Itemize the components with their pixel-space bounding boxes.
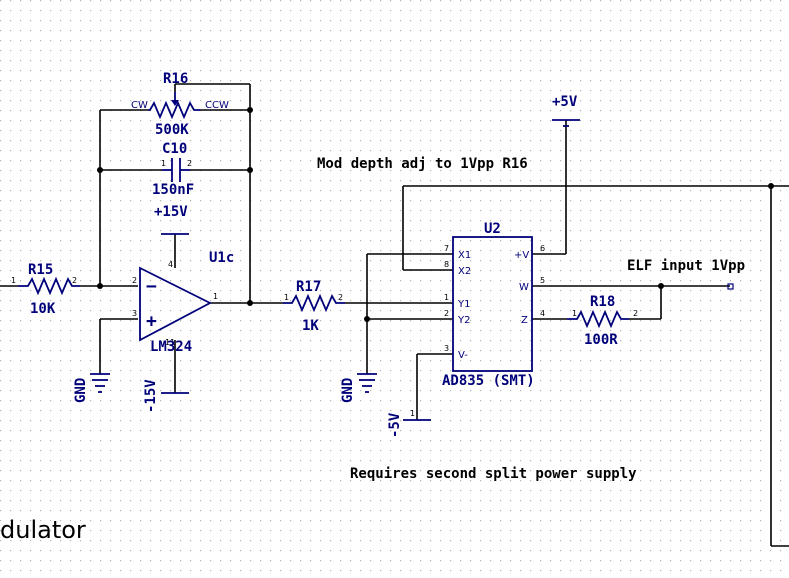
- plus5v-label: +5V: [552, 94, 578, 110]
- u2-pin8: 8: [444, 260, 449, 269]
- elf-input-terminal[interactable]: [727, 283, 734, 290]
- u2-pin1-name: Y1: [457, 299, 470, 310]
- opamp-minus-sign: −: [146, 276, 157, 297]
- r18-pin1: 1: [572, 309, 577, 318]
- u2-pin7: 7: [444, 244, 449, 253]
- u2-pin3-name: V-: [458, 350, 468, 361]
- resistor-r15[interactable]: 1 2 R15 10K: [11, 262, 80, 317]
- u2-pin7-name: X1: [458, 250, 471, 261]
- u2-pin8-name: X2: [458, 266, 471, 277]
- power-minus5v: 1 -5V: [387, 409, 431, 438]
- u2-pin6: 6: [540, 244, 545, 253]
- minus5v-pin1: 1: [410, 409, 415, 418]
- r18-value: 100R: [584, 332, 618, 348]
- minus5v-label: -5V: [387, 412, 403, 438]
- u2-ref: U2: [484, 221, 501, 237]
- resistor-r18[interactable]: 1 2 R18 100R: [567, 294, 638, 348]
- resistor-r17[interactable]: 1 2 R17 1K: [283, 279, 345, 334]
- gnd1-label: GND: [73, 378, 89, 403]
- u2-part: AD835 (SMT): [442, 373, 535, 389]
- wires: [0, 83, 789, 547]
- ground-symbol-2: GND: [340, 373, 377, 403]
- u1c-ref: U1c: [209, 250, 234, 266]
- r18-pin2: 2: [633, 309, 638, 318]
- note-split-supply: Requires second split power supply: [350, 466, 637, 482]
- capacitor-c10[interactable]: 1 2 C10 150nF: [152, 141, 194, 198]
- u2-pin4-name: Z: [521, 315, 528, 326]
- power-minus15v: -15V: [143, 379, 189, 413]
- r17-pin1: 1: [284, 293, 289, 302]
- r16-ref: R16: [163, 71, 188, 87]
- c10-value: 150nF: [152, 182, 194, 198]
- r15-ref: R15: [28, 262, 53, 278]
- u2-pin4: 4: [540, 309, 545, 318]
- gnd2-label: GND: [340, 378, 356, 403]
- r17-pin2: 2: [338, 293, 343, 302]
- opamp-plus-sign: +: [146, 311, 157, 332]
- r16-ccw-label: CCW: [205, 100, 229, 111]
- note-elf-input: ELF input 1Vpp: [627, 258, 745, 274]
- r16-value: 500K: [155, 122, 189, 138]
- u1c-pin2: 2: [132, 276, 137, 285]
- potentiometer-r16[interactable]: R16 CW CCW 500K: [131, 71, 229, 138]
- u1c-pin4: 4: [168, 260, 173, 269]
- power-plus15v: +15V: [154, 204, 189, 235]
- note-mod-depth: Mod depth adj to 1Vpp R16: [317, 156, 528, 172]
- opamp-u1c[interactable]: − + 2 3 1 4 11 U1c LM324: [132, 250, 234, 355]
- u1c-pin11: 11: [165, 338, 175, 347]
- u2-pin1: 1: [444, 293, 449, 302]
- r17-value: 1K: [302, 318, 319, 334]
- r15-pin1: 1: [11, 276, 16, 285]
- r15-pin2: 2: [72, 276, 77, 285]
- minus15v-label: -15V: [143, 379, 159, 413]
- u1c-part: LM324: [150, 339, 192, 355]
- r16-cw-label: CW: [131, 100, 148, 111]
- u1c-pin1: 1: [213, 292, 218, 301]
- r15-value: 10K: [30, 301, 56, 317]
- ground-symbol-1: GND: [73, 373, 110, 403]
- ic-u2-ad835[interactable]: U2 AD835 (SMT) 7 X1 8 X2 1 Y1 2 Y2 3 V- …: [442, 221, 545, 389]
- u1c-pin3: 3: [132, 309, 137, 318]
- c10-pin1: 1: [161, 159, 166, 168]
- u2-pin6-name: +V: [514, 250, 529, 261]
- power-plus5v: +5V: [552, 94, 580, 127]
- u2-pin5-name: W: [519, 282, 529, 293]
- c10-ref: C10: [162, 141, 187, 157]
- c10-pin2: 2: [187, 159, 192, 168]
- u2-pin3: 3: [444, 344, 449, 353]
- r17-ref: R17: [296, 279, 321, 295]
- sheet-title-fragment: dulator: [0, 516, 86, 544]
- u2-pin2: 2: [444, 309, 449, 318]
- plus15v-label: +15V: [154, 204, 188, 220]
- junctions: [97, 107, 774, 322]
- u2-pin5: 5: [540, 276, 545, 285]
- r18-ref: R18: [590, 294, 615, 310]
- u2-pin2-name: Y2: [457, 315, 470, 326]
